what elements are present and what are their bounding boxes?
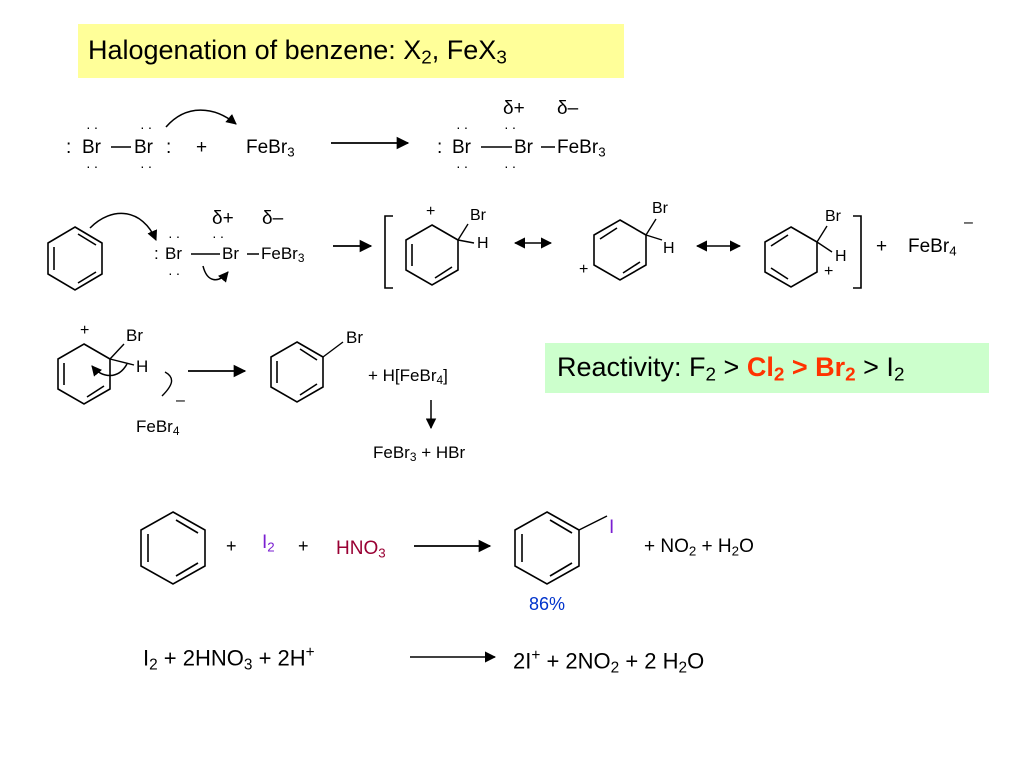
bromine-atom: Br — [452, 137, 471, 158]
carbocation-plus: + — [426, 203, 436, 220]
febr3-label: FeBr3 — [261, 244, 305, 265]
iodination-structures — [140, 511, 608, 585]
sigma-complex-1 — [405, 223, 475, 286]
lone-pair-dots: ·· — [140, 158, 156, 174]
bromine-atom: Br — [346, 328, 363, 347]
step2-structures — [47, 212, 862, 291]
lone-pair-dots: ·· — [140, 119, 156, 135]
bromine-atom: Br — [82, 137, 101, 158]
lone-pair-colon: : — [166, 137, 172, 158]
delta-minus: δ– — [262, 208, 284, 229]
lone-pair-dots: ·· — [168, 265, 184, 281]
lone-pair-dots: ·· — [456, 119, 472, 135]
delta-minus: δ– — [557, 98, 579, 119]
curved-arrow — [202, 265, 229, 283]
bracket-left — [384, 215, 393, 289]
curved-arrow — [91, 363, 128, 377]
title-box — [78, 24, 624, 78]
lone-pair-dots: ·· — [168, 228, 184, 244]
febr4-anion: FeBr4 — [136, 417, 180, 438]
page-title: Halogenation of benzene: X2, FeX3 — [88, 35, 507, 69]
negative-charge: – — [964, 214, 973, 231]
bromine-atom: Br — [514, 137, 533, 158]
lone-pair-colon: : — [154, 244, 159, 263]
febr3-label: FeBr3 — [557, 137, 606, 160]
oxidation-reactants: I2 + 2HNO3 + 2H+ — [143, 644, 315, 674]
lone-pair-colon: : — [437, 137, 443, 158]
benzene-ring — [140, 511, 206, 585]
step1-structures — [111, 109, 555, 150]
delta-plus: δ+ — [503, 98, 525, 119]
sigma-complex-3 — [764, 225, 833, 288]
yield-label: 86% — [529, 594, 566, 614]
carbocation-plus: + — [80, 322, 90, 339]
hydrogen-atom: H — [663, 240, 675, 257]
hydrogen-atom: H — [136, 357, 149, 376]
reactivity-label: Reactivity: F2 > Cl2 > Br2 > I2 — [557, 352, 905, 386]
lone-pair-dots: ·· — [504, 158, 520, 174]
plus-sign: + — [876, 236, 888, 257]
benzene-ring — [47, 226, 103, 291]
decomposition-label: FeBr3 + HBr — [373, 443, 466, 464]
lone-pair-colon: : — [66, 137, 72, 158]
nitric-acid: HNO3 — [336, 538, 386, 561]
negative-charge: – — [176, 392, 185, 409]
bromine-atom: Br — [652, 200, 668, 217]
oxidation-products: 2I+ + 2NO2 + 2 H2O — [513, 647, 705, 677]
bracket-right — [853, 215, 862, 289]
hydrogen-atom: H — [835, 248, 847, 265]
bromine-atom: Br — [165, 244, 182, 263]
sigma-complex — [57, 343, 135, 405]
delta-plus: δ+ — [212, 208, 234, 229]
bromine-atom: Br — [222, 244, 239, 263]
bromine-atom: Br — [825, 208, 841, 225]
sigma-complex-2 — [593, 218, 663, 281]
bromine-atom: Br — [126, 326, 143, 345]
curved-arrow — [165, 109, 237, 128]
iodobenzene — [514, 511, 608, 585]
carbocation-plus: + — [824, 263, 834, 280]
febr4-anion: FeBr4 — [908, 236, 957, 259]
febr3-label: FeBr3 — [246, 137, 295, 160]
plus-sign: + — [298, 536, 309, 556]
step3-structures — [57, 341, 437, 430]
hydrogen-atom: H — [477, 235, 489, 252]
curved-arrow — [89, 212, 158, 241]
curved-arrow — [161, 371, 173, 397]
plus-sign: + — [196, 137, 208, 158]
iodine-reagent: I2 — [262, 532, 275, 555]
bromine-atom: Br — [470, 207, 486, 224]
byproduct-label: + H[FeBr4] — [368, 366, 448, 387]
bromobenzene — [270, 341, 344, 403]
iodine-atom: I — [609, 517, 615, 538]
lone-pair-dots: ·· — [86, 158, 102, 174]
byproducts-label: + NO2 + H2O — [644, 536, 754, 559]
lone-pair-dots: ·· — [456, 158, 472, 174]
reactivity-box — [545, 343, 989, 393]
bromine-atom: Br — [134, 137, 153, 158]
carbocation-plus: + — [579, 261, 589, 278]
plus-sign: + — [226, 536, 237, 556]
lone-pair-dots: ·· — [212, 228, 228, 244]
lone-pair-dots: ·· — [86, 119, 102, 135]
lone-pair-dots: ·· — [504, 119, 520, 135]
